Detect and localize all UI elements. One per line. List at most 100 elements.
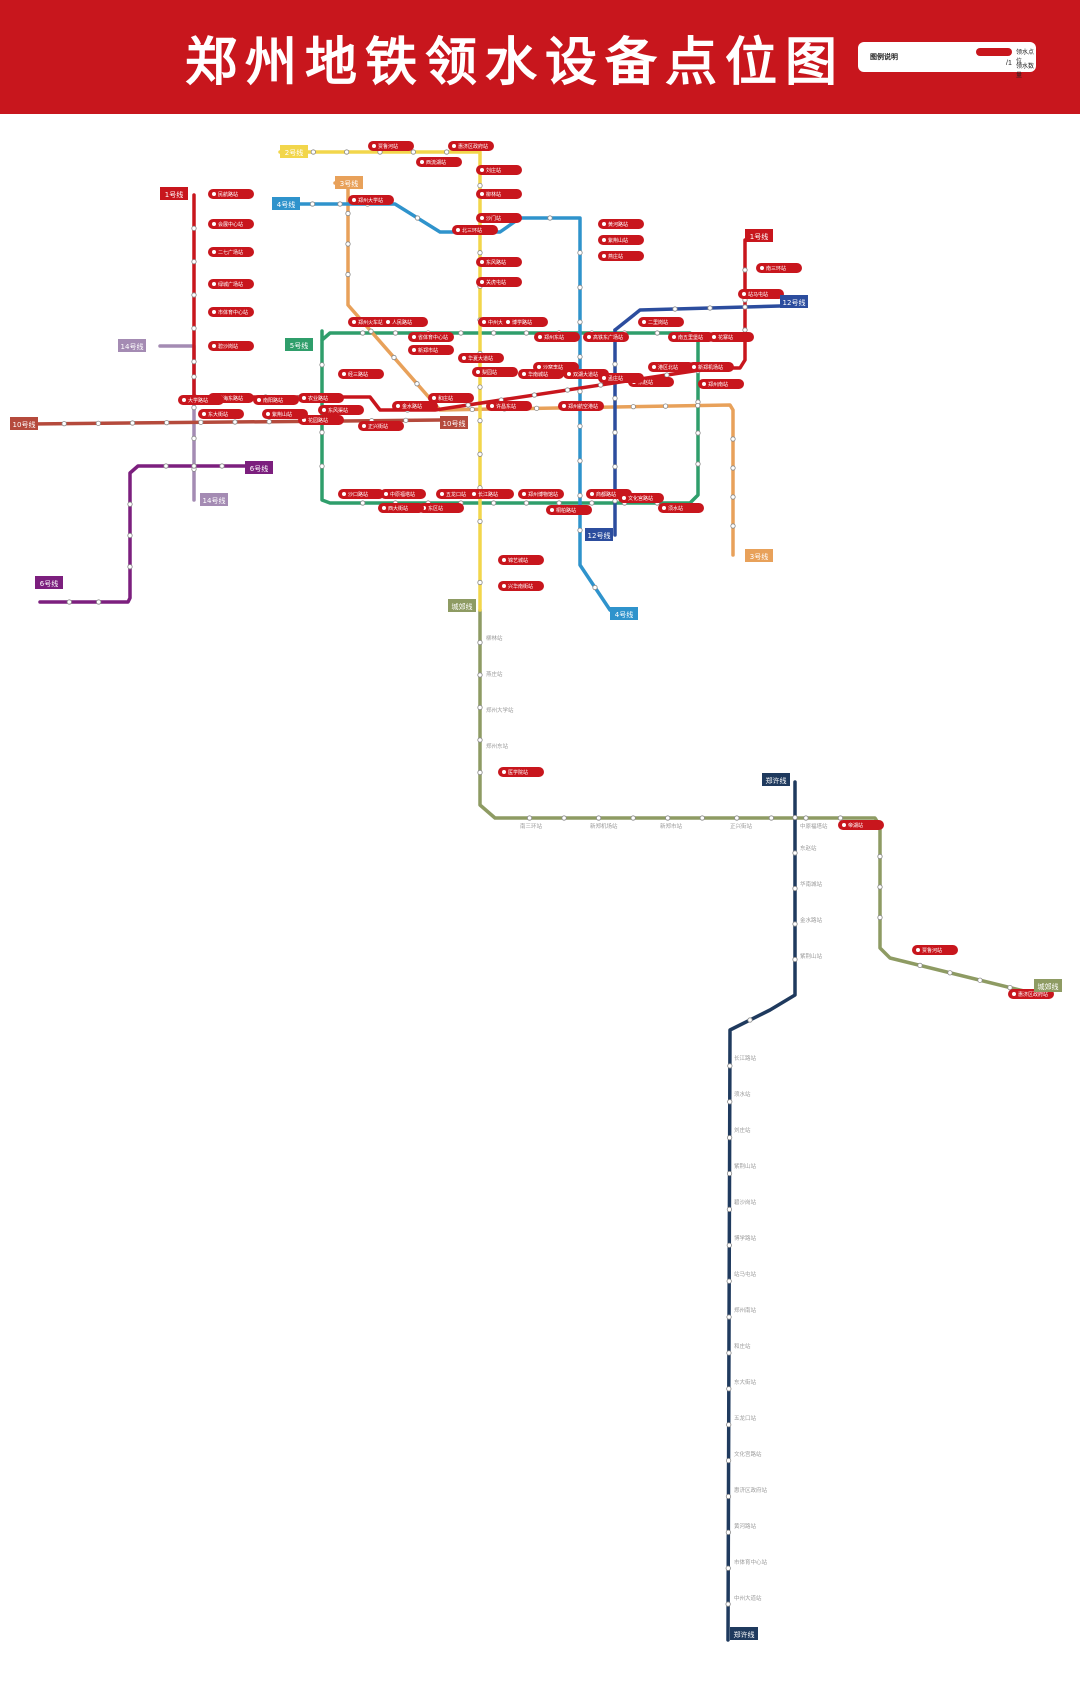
- pin-icon: [916, 948, 920, 952]
- water-pin-label: 沙口路站: [348, 491, 368, 498]
- station-label: 郑州大学站: [486, 706, 514, 714]
- station-label: 东大街站: [734, 1378, 757, 1386]
- pin-icon: [412, 348, 416, 352]
- water-pin-label: 孟庄站: [608, 375, 623, 382]
- water-pin-label: 双湖大道站: [573, 371, 598, 378]
- station-dot: [792, 956, 798, 963]
- pin-icon: [652, 365, 656, 369]
- station-dot: [191, 463, 197, 469]
- station-dot: [577, 492, 583, 499]
- station-dot: [127, 532, 133, 539]
- station-label: 金水路站: [800, 916, 823, 924]
- water-pin-marker: [458, 353, 504, 363]
- pin-icon: [342, 492, 346, 496]
- station-dot: [534, 405, 540, 411]
- station-dot: [612, 429, 618, 436]
- station-dot: [977, 977, 983, 983]
- line-badge-label: 10号线: [443, 419, 466, 428]
- water-pin-label: 民航路站: [218, 191, 238, 198]
- water-pin-marker: [598, 373, 644, 383]
- pin-icon: [257, 398, 261, 402]
- station-dot: [345, 271, 351, 278]
- line-badge-label: 4号线: [277, 200, 295, 209]
- station-dot: [477, 639, 483, 646]
- water-pin-marker: [253, 395, 299, 405]
- station-dot: [391, 354, 397, 361]
- water-pin-marker: [498, 555, 544, 565]
- station-dot: [547, 215, 553, 221]
- station-dot: [612, 395, 618, 401]
- pin-icon: [538, 335, 542, 339]
- water-pin-label: 省体育中心站: [418, 334, 448, 341]
- station-label: 南三环站: [520, 822, 543, 830]
- station-dot: [742, 327, 748, 333]
- pin-icon: [662, 506, 666, 510]
- pin-icon: [1012, 992, 1016, 996]
- legend-count-mark: /1: [1006, 60, 1012, 67]
- water-pin-label: 新郑市站: [418, 347, 438, 354]
- station-dot: [630, 815, 636, 821]
- station-dot: [410, 149, 416, 155]
- pin-icon: [842, 823, 846, 827]
- water-pin-label: 南三环站: [766, 265, 786, 272]
- pin-icon: [602, 254, 606, 258]
- pin-icon: [672, 335, 676, 339]
- water-pin-marker: [408, 345, 454, 355]
- station-dot: [491, 500, 497, 506]
- water-pin-marker: [208, 341, 254, 351]
- station-dot: [309, 201, 316, 207]
- water-pin-marker: [298, 393, 344, 403]
- water-pin-marker: [452, 225, 498, 235]
- station-dot: [730, 436, 736, 442]
- station-dot: [768, 815, 774, 821]
- line-badge-lzx: [762, 773, 790, 786]
- pin-icon: [742, 292, 746, 296]
- water-pin-label: 东区站: [428, 505, 443, 512]
- pin-icon: [440, 492, 444, 496]
- station-dot: [556, 500, 562, 506]
- line-badge-label: 1号线: [165, 190, 183, 199]
- line-badge-lair: [448, 599, 476, 612]
- station-dot: [232, 419, 238, 425]
- station-label: 紫荆山站: [734, 1162, 757, 1170]
- pin-icon: [562, 404, 566, 408]
- water-pin-marker: [448, 141, 494, 151]
- station-label: 中州大道站: [734, 1594, 762, 1602]
- water-pin-marker: [298, 415, 344, 425]
- station-dot: [344, 149, 350, 155]
- water-pin-marker: [638, 317, 684, 327]
- station-dot: [664, 372, 670, 378]
- header-banner: 郑州地铁领水设备点位图 图例说明 领水点位 /1 领水数量: [0, 0, 1080, 114]
- line-badge-l3b: [745, 549, 773, 562]
- pin-icon: [462, 356, 466, 360]
- station-dot: [392, 330, 399, 336]
- station-dot: [742, 304, 748, 310]
- water-pin-marker: [618, 493, 664, 503]
- water-pin-label: 沙窝李站: [543, 364, 563, 371]
- line-badge-l6: [245, 461, 273, 474]
- station-dot: [803, 815, 809, 821]
- station-dot: [662, 403, 669, 409]
- line-badge-l1b: [745, 229, 773, 242]
- station-label: 博学路站: [734, 1234, 757, 1242]
- water-pin-label: 桐柏路站: [556, 507, 576, 514]
- pin-icon: [567, 372, 571, 376]
- pin-icon: [302, 396, 306, 400]
- station-dot: [726, 1206, 733, 1213]
- water-pin-marker: [382, 317, 428, 327]
- station-dot: [877, 853, 883, 860]
- line-badge-l12b: [585, 528, 613, 541]
- pin-icon: [182, 398, 186, 402]
- station-label: 新郑市站: [660, 822, 683, 830]
- station-dot: [877, 914, 883, 921]
- station-dot: [523, 500, 529, 506]
- water-pin-marker: [338, 489, 384, 499]
- pin-icon: [480, 216, 484, 220]
- pin-icon: [482, 320, 486, 324]
- station-dot: [477, 769, 483, 776]
- water-pin-label: 文化宫路站: [628, 495, 653, 502]
- line-badge-lzxb: [730, 1627, 758, 1640]
- water-pin-marker: [648, 362, 694, 372]
- station-dot: [127, 501, 133, 507]
